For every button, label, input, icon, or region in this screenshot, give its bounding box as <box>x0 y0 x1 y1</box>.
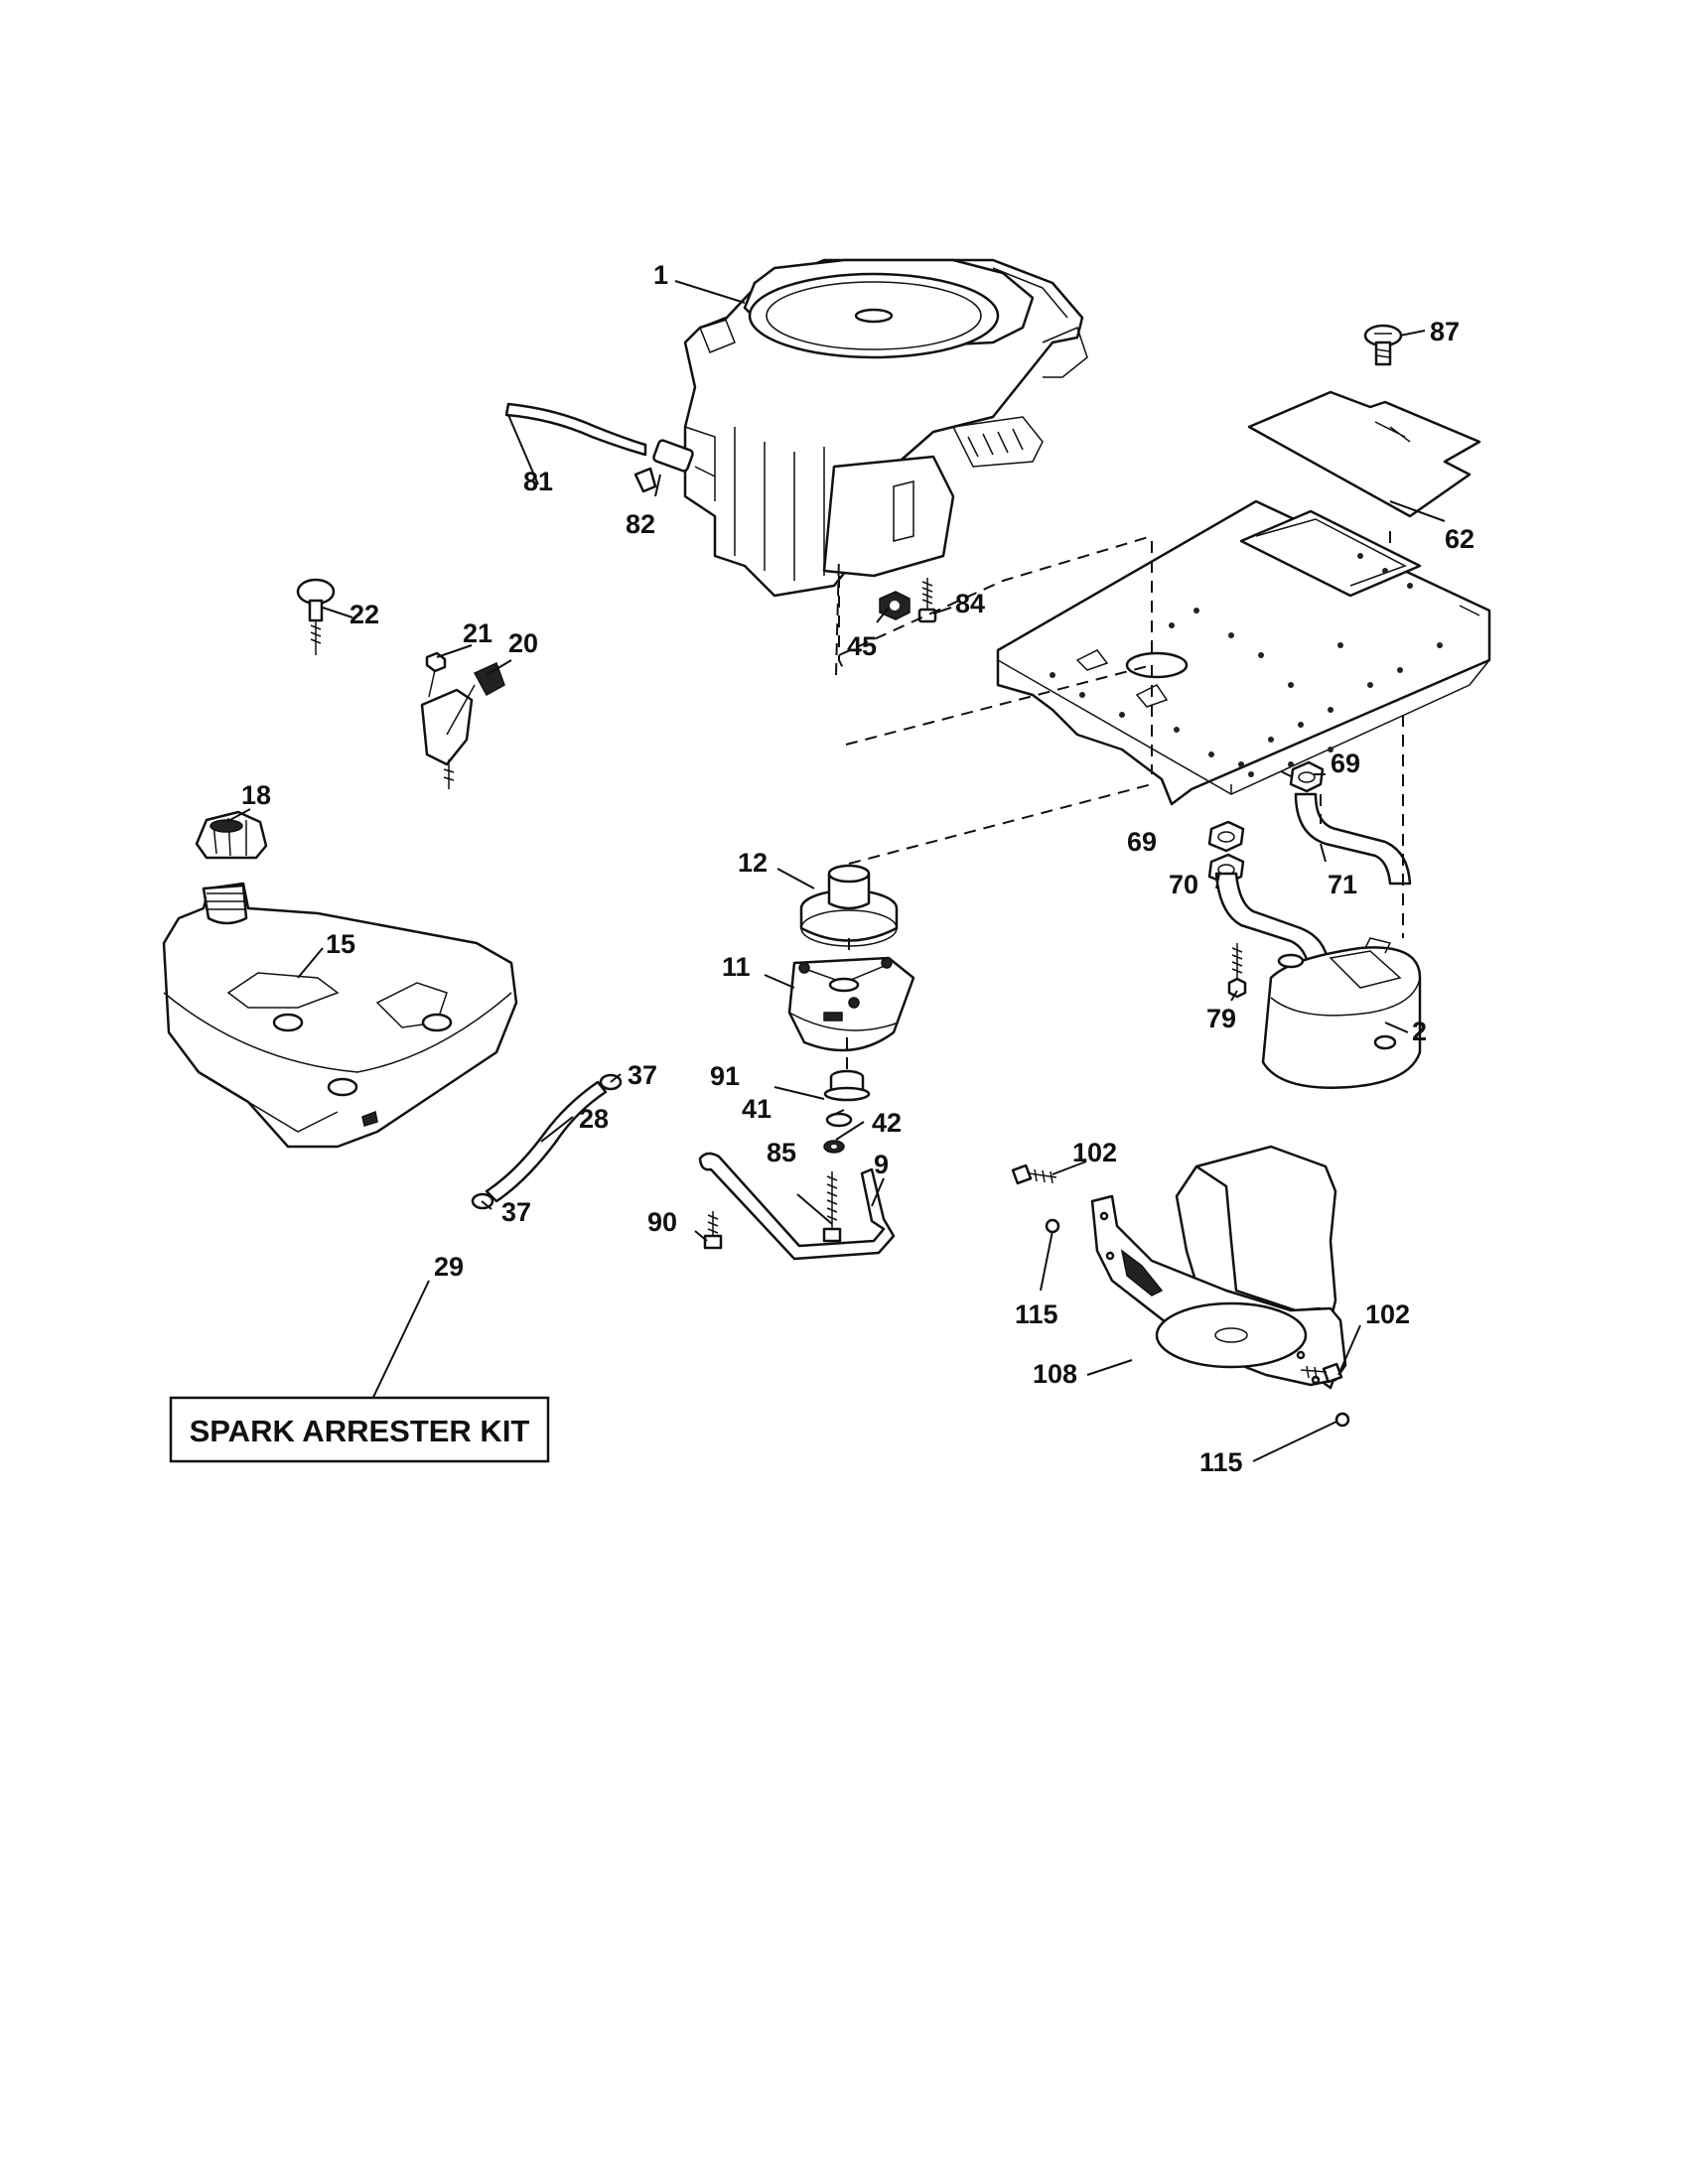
engine <box>683 258 1088 598</box>
callout-71: 71 <box>1328 870 1357 899</box>
callout-81: 81 <box>523 467 553 496</box>
callout-85: 85 <box>767 1138 796 1167</box>
washer-41 <box>825 1112 853 1128</box>
callout-91: 91 <box>710 1061 740 1091</box>
callout-41: 41 <box>742 1094 772 1124</box>
pulley <box>799 864 899 947</box>
callout-29: 29 <box>434 1252 464 1282</box>
callout-69b: 69 <box>1127 827 1157 857</box>
bracket <box>698 1152 896 1261</box>
callout-37a: 37 <box>628 1060 657 1090</box>
throttle-control <box>420 651 505 789</box>
callout-115a: 115 <box>1015 1299 1058 1329</box>
fuel-fitting <box>633 439 716 493</box>
callout-82: 82 <box>626 509 655 539</box>
callout-18: 18 <box>241 780 271 810</box>
callout-79: 79 <box>1206 1004 1236 1033</box>
frame-plate <box>996 499 1491 806</box>
fuel-cap <box>195 810 268 860</box>
callout-37b: 37 <box>501 1197 531 1227</box>
fuel-tank <box>162 882 518 1149</box>
callout-labels: 1 87 81 82 62 84 22 45 21 20 69 18 69 12… <box>241 260 1474 1477</box>
leader-lines <box>225 280 1446 1462</box>
callout-108: 108 <box>1033 1359 1077 1389</box>
spacer <box>823 1069 871 1102</box>
spark-arrester-kit-box: SPARK ARRESTER KIT <box>169 1396 550 1463</box>
callout-84: 84 <box>955 589 985 618</box>
shield-plate <box>1247 390 1481 518</box>
callout-102a: 102 <box>1072 1138 1117 1167</box>
callout-22: 22 <box>350 600 379 629</box>
engine-nut <box>879 591 911 620</box>
muffler <box>1261 937 1422 1089</box>
washer-115-upper <box>1045 1218 1060 1234</box>
bolt-90 <box>703 1211 723 1250</box>
fuel-line-28 <box>471 1073 623 1210</box>
callout-12: 12 <box>738 848 768 878</box>
callout-42: 42 <box>872 1108 902 1138</box>
engine-bolt <box>917 578 937 623</box>
callout-87: 87 <box>1430 317 1460 346</box>
bolt-102-upper <box>1011 1163 1057 1185</box>
callout-45: 45 <box>847 631 877 661</box>
bolt-22 <box>296 578 336 655</box>
callout-62: 62 <box>1445 524 1474 554</box>
fuel-line <box>504 402 647 457</box>
callout-69a: 69 <box>1331 749 1360 778</box>
callout-28: 28 <box>579 1104 609 1134</box>
exhaust-pipe-71 <box>1294 792 1412 886</box>
callout-1: 1 <box>653 260 668 290</box>
callout-70: 70 <box>1169 870 1198 899</box>
callout-115b: 115 <box>1199 1447 1243 1477</box>
bolt-85 <box>822 1171 842 1243</box>
washer-115-lower <box>1334 1412 1350 1428</box>
callout-15: 15 <box>326 929 355 959</box>
callout-20: 20 <box>508 628 538 658</box>
spark-arrester-kit-label: SPARK ARRESTER KIT <box>190 1414 530 1448</box>
bolt-79 <box>1227 943 1247 999</box>
callout-9: 9 <box>874 1150 889 1179</box>
callout-90: 90 <box>647 1207 677 1237</box>
bolt-87 <box>1363 324 1403 366</box>
bolt-102-lower <box>1300 1362 1343 1384</box>
callout-21: 21 <box>463 618 492 648</box>
callout-2: 2 <box>1412 1017 1427 1046</box>
electric-clutch <box>787 956 915 1052</box>
callout-11: 11 <box>722 952 751 982</box>
heat-shield <box>1090 1145 1347 1390</box>
gasket-69-upper <box>1289 760 1325 793</box>
callout-102b: 102 <box>1365 1299 1410 1329</box>
